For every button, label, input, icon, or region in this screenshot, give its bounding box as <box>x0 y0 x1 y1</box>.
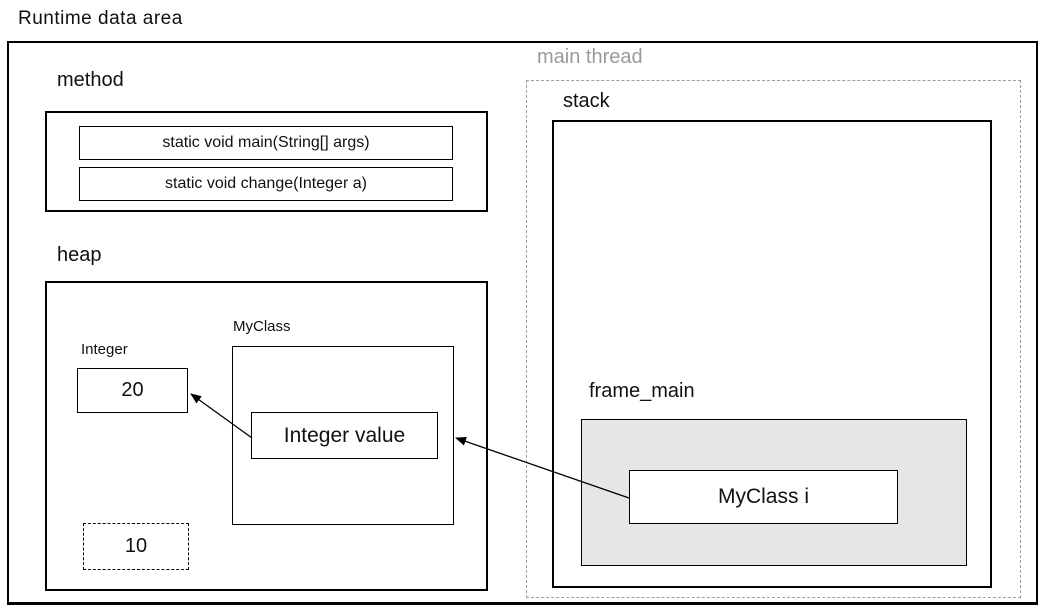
detached-integer-box: 10 <box>83 523 189 570</box>
heap-area-label: heap <box>57 244 102 266</box>
detached-integer-value: 10 <box>124 535 148 557</box>
method-area-label: method <box>57 69 124 91</box>
stack-area-box: frame_main MyClass i <box>552 120 992 588</box>
integer-object-box: 20 <box>77 368 188 413</box>
integer-object-label: Integer <box>81 341 128 358</box>
myclass-object-box: Integer value <box>232 346 454 525</box>
frame-main-box: MyClass i <box>581 419 967 566</box>
integer-value-field-label: Integer value <box>283 423 406 447</box>
main-thread-label: main thread <box>537 46 643 68</box>
runtime-area-box: method static void main(String[] args) s… <box>7 41 1038 605</box>
myclass-object-label: MyClass <box>233 318 291 335</box>
diagram-title: Runtime data area <box>18 8 183 29</box>
method-entry-main-label: static void main(String[] args) <box>162 134 370 151</box>
method-area-box: static void main(String[] args) static v… <box>45 111 488 212</box>
stack-area-label: stack <box>563 90 610 112</box>
integer-object-value: 20 <box>121 379 144 401</box>
frame-main-label: frame_main <box>589 380 695 402</box>
method-entry-change: static void change(Integer a) <box>79 167 453 201</box>
integer-value-field-box: Integer value <box>251 412 438 459</box>
myclass-variable-box: MyClass i <box>629 470 898 524</box>
method-entry-change-label: static void change(Integer a) <box>165 175 367 192</box>
main-thread-box: stack frame_main MyClass i <box>526 80 1021 598</box>
heap-area-box: Integer 20 MyClass Integer value 10 <box>45 281 488 591</box>
myclass-variable-label: MyClass i <box>717 485 809 508</box>
method-entry-main: static void main(String[] args) <box>79 126 453 160</box>
